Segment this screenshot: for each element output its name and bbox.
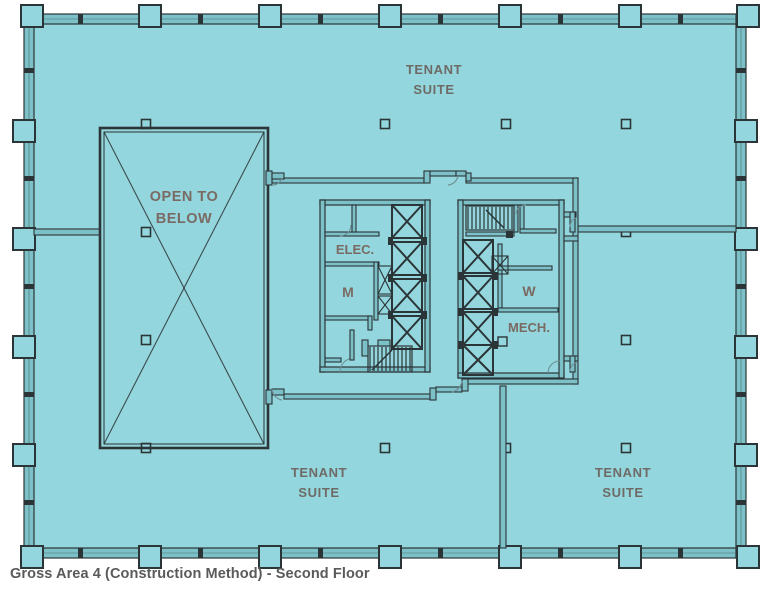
open-to-below-label: OPEN TO BELOW [150,189,219,227]
floor-slab-fill [28,18,742,554]
tenant-southeast-line-2: SUITE [602,485,643,500]
open-to-below-line-2: BELOW [156,211,212,227]
corridor-walls [265,170,579,405]
stair-run [367,345,413,373]
core-room-labels: ELEC. M W MECH. [336,242,550,335]
label-mech: MECH. [508,320,550,335]
east-core [457,199,579,379]
corridor-door-swings [271,175,463,401]
tenant-southeast-line-1: TENANT [595,465,651,480]
label-elec: ELEC. [336,242,374,257]
tenant-suite-label-southwest: TENANT SUITE [291,465,347,500]
tenant-southwest-line-2: SUITE [298,485,339,500]
tenant-suite-label-southeast: TENANT SUITE [595,465,651,500]
plan-caption: Gross Area 4 (Construction Method) - Sec… [10,566,370,582]
tenant-suite-label-north: TENANT SUITE [406,62,462,97]
open-to-below-shaft [98,126,270,450]
elevator-shaft [391,204,423,350]
label-women: W [522,283,536,299]
perimeter-columns [12,4,760,569]
tenant-north-line-2: SUITE [413,82,454,97]
west-core [319,199,431,373]
tenant-north-line-1: TENANT [406,62,462,77]
tenant-southwest-line-1: TENANT [291,465,347,480]
open-to-below-line-1: OPEN TO [150,189,219,205]
label-men: M [342,284,354,300]
